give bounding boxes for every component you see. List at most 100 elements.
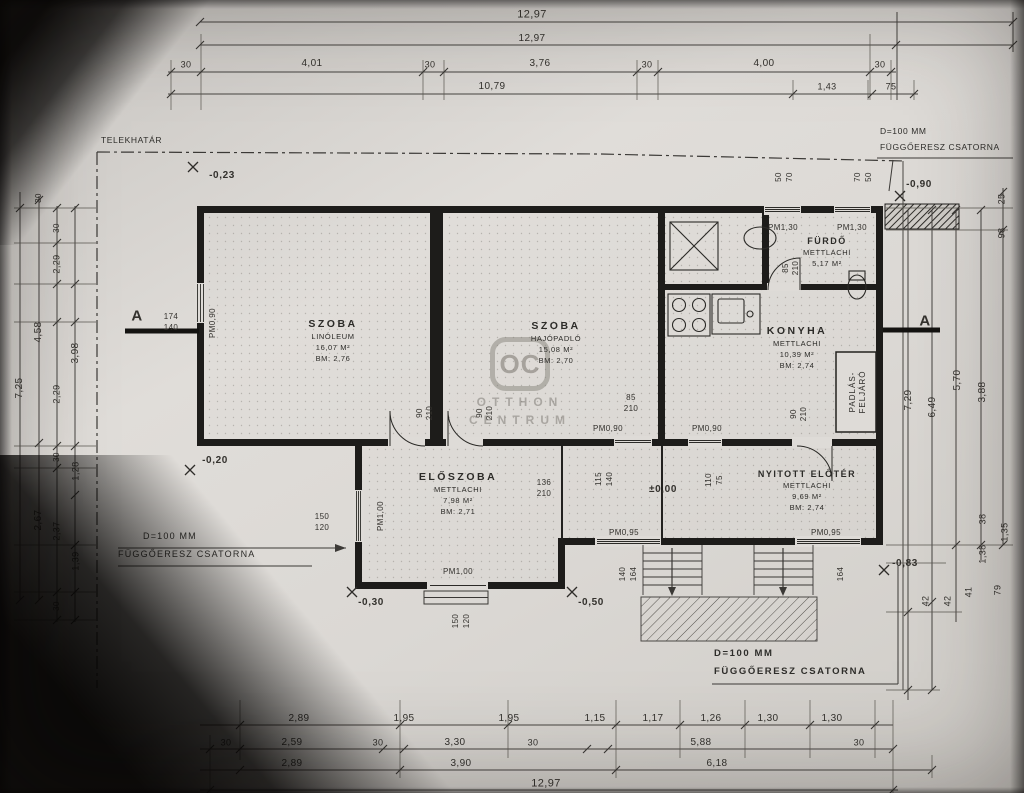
room-area: 10,39 M² xyxy=(779,350,815,359)
dimension-label: 164 xyxy=(629,566,638,582)
opening-label: PM0,90 xyxy=(692,424,722,433)
section-marker-letter: A xyxy=(919,312,931,330)
room-height: BM: 2,74 xyxy=(779,361,815,370)
dimension-label: 41 xyxy=(963,586,974,598)
opening-label: PM1,00 xyxy=(376,501,385,531)
dimension-label: 1,38 xyxy=(977,544,988,564)
dimension-label: 1,39 xyxy=(70,551,81,571)
stair-arrow xyxy=(779,587,787,596)
dimension-label: 1,43 xyxy=(817,81,837,92)
dimension-label: 30 xyxy=(52,601,61,611)
level-annotation: -0,30 xyxy=(358,597,384,608)
watermark-text-1: OTTHON xyxy=(476,395,564,409)
room-name: NYITOTT ELŐTÉR xyxy=(757,469,857,479)
dimension-label: 3,90 xyxy=(450,758,472,769)
room-area: 16,07 M² xyxy=(315,343,351,352)
dimension-label: 136 xyxy=(536,478,552,487)
dimension-label: 90 xyxy=(789,409,798,419)
dimension-label: 12,97 xyxy=(518,33,546,44)
dimension-label: 38 xyxy=(977,513,988,525)
dimension-label: 3,88 xyxy=(977,381,988,403)
dimension-label: 5,70 xyxy=(952,369,963,391)
room-name: SZOBA xyxy=(308,318,358,330)
room-area: 7,98 M² xyxy=(443,496,473,505)
door-swings xyxy=(389,257,833,482)
dimension-label: 120 xyxy=(462,613,471,629)
room-area: 5,17 M² xyxy=(812,259,842,268)
shower-icon xyxy=(669,221,719,271)
dimension-label: 2,67 xyxy=(33,509,44,531)
dimension-label: 30 xyxy=(52,223,61,233)
room-label-nyitott-eloter: NYITOTT ELŐTÉR METTLACHI 9,69 M² BM: 2,7… xyxy=(758,469,856,512)
level-annotation: -0,23 xyxy=(209,170,235,181)
opening-label: PM0,90 xyxy=(208,308,217,338)
stairs-icon xyxy=(642,545,814,595)
dimension-label: 90 xyxy=(415,408,424,418)
dimension-label: 30 xyxy=(853,737,865,748)
dimension-label: 210 xyxy=(791,260,800,276)
dimension-label: 2,59 xyxy=(281,737,303,748)
room-name: FÜRDŐ xyxy=(807,236,847,246)
gutter-note-top-right-2: FÜGGŐERESZ CSATORNA xyxy=(880,142,1000,152)
room-area: 9,69 M² xyxy=(792,492,822,501)
thin-partition xyxy=(561,446,663,540)
level-annotation: -0,20 xyxy=(202,455,228,466)
room-name: KONYHA xyxy=(766,325,828,337)
dimension-label: 1,30 xyxy=(757,713,779,724)
dimension-label: 120 xyxy=(314,523,330,532)
dimension-label: 90 xyxy=(475,408,484,418)
level-annotation: -0,90 xyxy=(906,179,932,190)
dimension-label: 6,18 xyxy=(706,758,728,769)
level-annotation: -0,50 xyxy=(578,597,604,608)
room-floor: LINÓLEUM xyxy=(311,332,355,341)
dimension-label: 75 xyxy=(885,81,897,92)
dimension-label: 140 xyxy=(163,323,179,332)
dimension-label: 30 xyxy=(52,452,61,462)
dimension-label: 3,76 xyxy=(529,58,551,69)
dimension-label: 3,98 xyxy=(70,342,81,364)
wc-icon xyxy=(847,274,867,300)
dimension-label: 30 xyxy=(220,737,232,748)
dimension-label: 85 xyxy=(626,393,636,402)
dimension-label: 2,89 xyxy=(281,758,303,769)
dimension-label: 30 xyxy=(874,59,886,70)
dimension-label: 98 xyxy=(996,227,1007,239)
dimension-label: 30 xyxy=(180,59,192,70)
room-height: BM: 2,71 xyxy=(440,507,476,516)
room-label-eloszoba: ELŐSZOBA METTLACHI 7,98 M² BM: 2,71 xyxy=(419,471,497,516)
dimension-label: 150 xyxy=(314,512,330,521)
watermark-logo-icon: OC xyxy=(490,337,550,391)
gutter-note-left-1: D=100 MM xyxy=(143,531,197,541)
washbasin-icon xyxy=(743,226,777,250)
dimension-label: 110 xyxy=(704,473,713,487)
gutter-note-bottom-right-1: D=100 MM xyxy=(714,648,774,659)
level-annotation: ±0,00 xyxy=(649,484,677,495)
dimension-label: 12,97 xyxy=(517,8,547,21)
room-name: ELŐSZOBA xyxy=(418,471,498,483)
dimension-label: 6,49 xyxy=(927,396,938,418)
gutter-note-left-2: FÜGGŐERESZ CSATORNA xyxy=(118,549,256,559)
dimension-label: 1,26 xyxy=(700,713,722,724)
dimension-label: 210 xyxy=(623,404,639,413)
opening-label: PM0,95 xyxy=(609,528,639,537)
dimension-label: 85 xyxy=(781,263,790,273)
watermark-logo-text: OC xyxy=(499,348,541,379)
attic-access-box xyxy=(835,351,877,433)
gutter-note-top-right-1: D=100 MM xyxy=(880,126,927,136)
room-floor: METTLACHI xyxy=(434,485,482,494)
dimension-label: 2,29 xyxy=(51,254,62,274)
dimension-label: 1,28 xyxy=(70,461,81,481)
section-line xyxy=(125,327,940,334)
dimension-label: 50 xyxy=(774,172,783,182)
dimension-label: 79 xyxy=(992,584,1003,596)
dimension-label: 12,97 xyxy=(531,777,561,790)
dimension-label: 5,88 xyxy=(690,737,712,748)
dimension-label: 3,30 xyxy=(444,737,466,748)
room-label-konyha: KONYHA METTLACHI 10,39 M² BM: 2,74 xyxy=(767,325,828,370)
dimension-label: 30 xyxy=(372,737,384,748)
dimension-lines xyxy=(19,12,1014,791)
dimension-label: 174 xyxy=(163,312,179,321)
dimension-label: 7,29 xyxy=(903,389,914,411)
room-label-padlas-feljaro: PADLÁS- FELJÁRÓ xyxy=(847,370,867,413)
fixtures xyxy=(667,221,867,337)
